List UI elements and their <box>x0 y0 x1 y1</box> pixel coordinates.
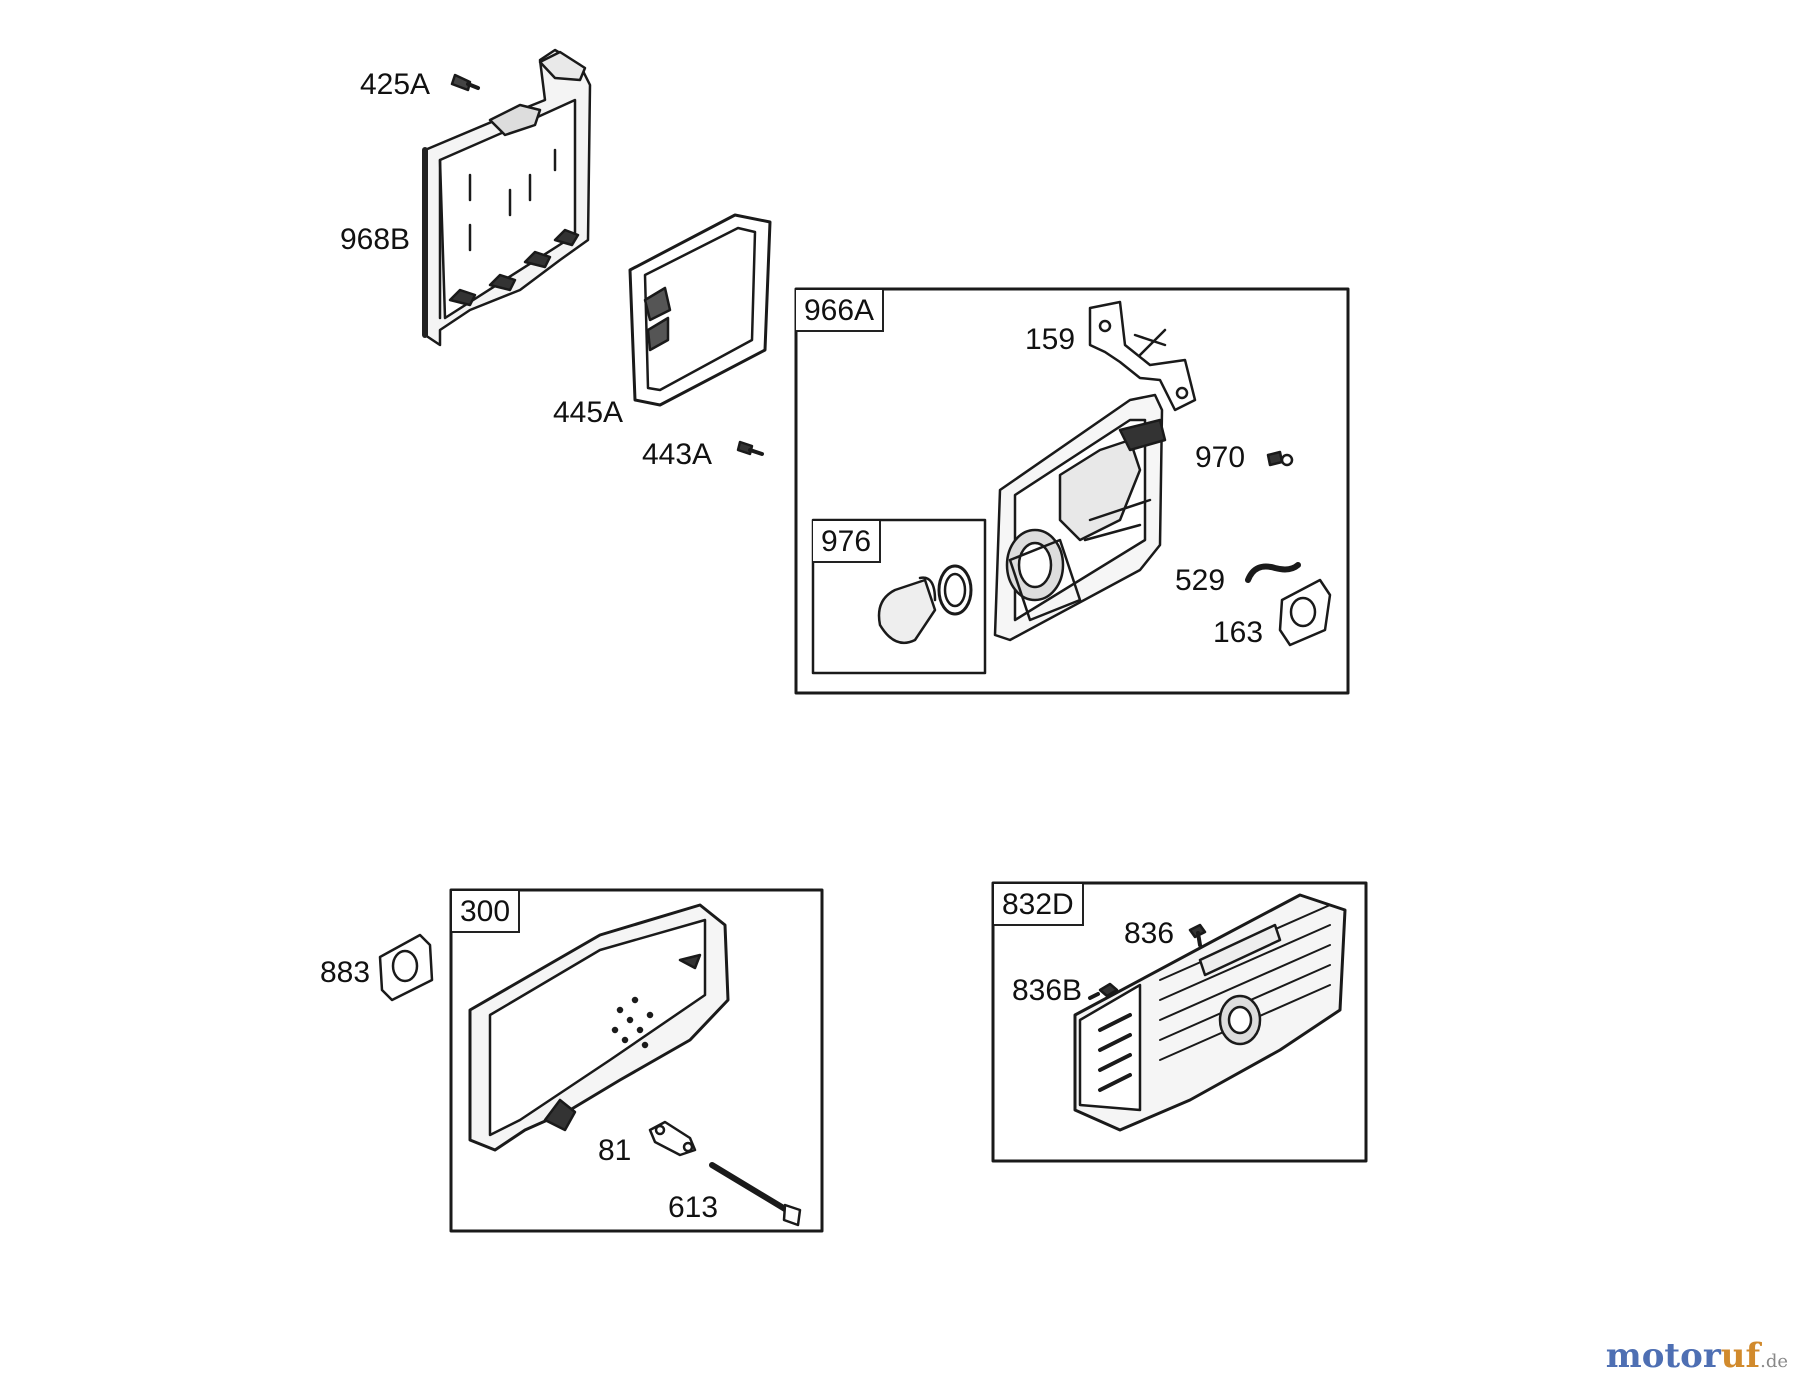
label-970: 970 <box>1195 441 1246 474</box>
watermark-logo: motoruf.de <box>1606 1336 1788 1376</box>
group-label-976: 976 <box>813 521 882 563</box>
group-box-976 <box>811 518 987 675</box>
muffler-300 <box>468 903 730 1152</box>
label-613: 613 <box>668 1191 719 1224</box>
watermark-suffix: .de <box>1760 1351 1788 1372</box>
screw-425A <box>450 73 480 92</box>
group-label-832D: 832D <box>994 884 1084 926</box>
screw-836B <box>1088 982 1119 1000</box>
group-box-300 <box>449 888 824 1233</box>
spring-529 <box>1245 562 1301 583</box>
group-box-966A <box>794 287 1350 695</box>
label-81: 81 <box>598 1134 632 1167</box>
label-163: 163 <box>1213 616 1264 649</box>
gasket-163 <box>1278 578 1332 647</box>
label-445A: 445A <box>553 396 624 429</box>
primer-bulb-976 <box>877 564 973 645</box>
label-425A: 425A <box>360 68 431 101</box>
screw-836 <box>1188 923 1207 947</box>
muffler-guard-832D <box>1073 893 1347 1132</box>
bracket-81 <box>648 1120 697 1157</box>
watermark-part2: uf <box>1720 1336 1761 1376</box>
label-159: 159 <box>1025 323 1076 356</box>
group-box-832D <box>991 881 1368 1163</box>
bracket-159 <box>1088 300 1197 412</box>
screw-443A <box>736 440 764 456</box>
group-label-300: 300 <box>452 891 521 933</box>
label-443A: 443A <box>642 438 713 471</box>
gasket-883 <box>378 933 434 1002</box>
carburetor-base <box>993 393 1167 642</box>
watermark-part1: motor <box>1605 1336 1721 1376</box>
label-836: 836 <box>1124 917 1175 950</box>
air-filter <box>628 213 772 407</box>
label-529: 529 <box>1175 564 1226 597</box>
screw-970 <box>1266 450 1294 467</box>
bolt-613 <box>709 1162 802 1227</box>
label-836B: 836B <box>1012 974 1083 1007</box>
air-cleaner-cover <box>422 48 592 347</box>
label-968B: 968B <box>340 223 411 256</box>
label-883: 883 <box>320 956 371 989</box>
group-label-966A: 966A <box>796 290 885 332</box>
